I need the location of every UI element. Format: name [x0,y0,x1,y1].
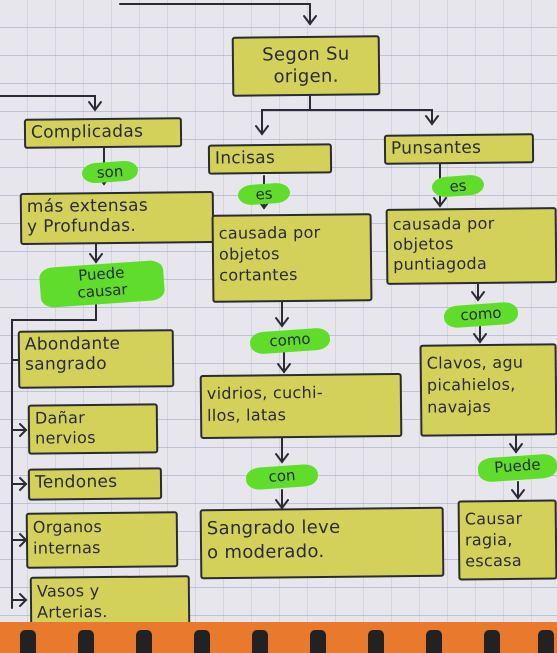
spiral-ring [20,630,36,653]
spiral-ring [426,630,442,653]
node-incisas: Incisas [207,143,333,175]
node-organos: Organos internas [25,511,179,569]
node-causada-cortantes: causada por objetos cortantes [211,213,373,303]
spiral-ring [368,630,384,653]
spiral-ring [252,630,268,653]
node-tendones: Tendones [27,467,163,501]
node-extensas: más extensas y Profundas. [19,190,215,246]
spiral-ring [136,630,152,653]
node-causada-punzantes: causada por objetos puntiagoda [385,207,557,285]
node-clavos: Clavos, agu picahielos, navajas [419,343,557,437]
node-causar-hemorragia: Causar ragia, escasa [457,499,557,581]
node-abundante-sangrado: Abondante sangrado [17,329,175,389]
spiral-ring [78,630,94,653]
spiral-ring [484,630,500,653]
spiral-binding [0,622,557,653]
node-danar-nervios: Dañar nervios [27,403,159,455]
spiral-ring [310,630,326,653]
node-vasos: Vasos y Arterias. [29,575,191,629]
node-origin: Segon Su origen. [231,35,381,97]
node-punzantes: Punsantes [383,133,535,165]
node-vidrios: vidrios, cuchi- llos, latas [199,372,403,440]
spiral-ring [194,630,210,653]
spiral-ring [538,630,554,653]
node-complicadas: Complicadas [23,117,183,149]
node-sangrado-leve: Sangrado leve o moderado. [199,506,445,580]
